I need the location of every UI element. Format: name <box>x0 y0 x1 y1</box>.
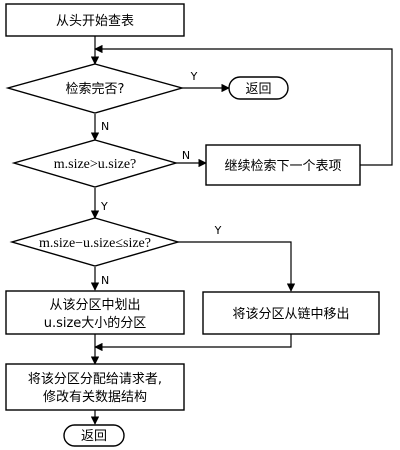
edge-loop-back <box>94 44 393 166</box>
edge-diff-to-remove <box>178 241 296 292</box>
size-check-text: m.size>u.size? <box>54 157 137 172</box>
remove-box <box>202 291 380 335</box>
return-bottom-terminal <box>63 424 125 447</box>
next-item-box <box>205 144 361 186</box>
label-no-size-check: N <box>182 149 190 162</box>
alloc-text-line2: 修改有关数据结构 <box>43 390 147 405</box>
split-text-line1: 从该分区中划出 <box>49 298 140 313</box>
return-bottom-text: 返回 <box>81 429 107 444</box>
label-yes-check-done: Y <box>190 70 198 83</box>
alloc-text-line1: 将该分区分配给请求者, <box>28 372 162 387</box>
start-box <box>5 3 185 37</box>
diff-check-diamond <box>9 217 181 267</box>
split-text-line2: u.size大小的分区 <box>44 315 147 331</box>
remove-text: 将该分区从链中移出 <box>232 307 349 322</box>
start-text: 从头开始查表 <box>56 14 134 29</box>
split-box <box>5 290 185 335</box>
edge-remove-to-alloc <box>94 334 292 352</box>
check-done-text: 检索完否? <box>66 82 125 97</box>
return-top-terminal <box>228 76 289 100</box>
return-top-text: 返回 <box>245 82 271 97</box>
next-item-text: 继续检索下一个表项 <box>224 159 341 174</box>
check-done-diamond <box>5 63 185 114</box>
label-no-check-done: N <box>101 120 109 133</box>
label-yes-diff-check: Y <box>214 224 222 237</box>
alloc-box <box>5 363 185 411</box>
diff-check-text: m.size−u.size≤size? <box>39 236 151 251</box>
label-yes-size-check: Y <box>100 200 108 213</box>
label-no-diff-check: N <box>101 274 109 287</box>
size-check-diamond <box>11 139 179 188</box>
